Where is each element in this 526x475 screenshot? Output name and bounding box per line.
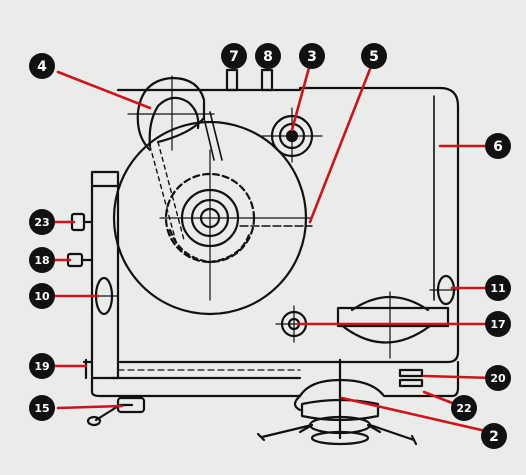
leader-3 bbox=[290, 62, 312, 132]
callout-3-label: 3 bbox=[307, 49, 317, 65]
leader-20 bbox=[422, 374, 496, 380]
leader-2 bbox=[340, 396, 492, 434]
callout-11: 11 bbox=[485, 275, 511, 301]
callout-18: 18 bbox=[29, 247, 55, 273]
callout-8-label: 8 bbox=[263, 49, 273, 65]
leader-4 bbox=[56, 70, 152, 110]
callout-2-label: 2 bbox=[489, 429, 499, 445]
base-leg-left bbox=[260, 423, 314, 439]
callout-6-label: 6 bbox=[493, 139, 503, 155]
callout-10: 10 bbox=[29, 283, 55, 309]
side-shelf bbox=[336, 306, 450, 328]
callout-17: 17 bbox=[485, 311, 511, 337]
callout-5-label: 5 bbox=[369, 49, 379, 65]
leader-lines bbox=[42, 62, 496, 434]
plate-upper bbox=[398, 368, 424, 378]
top-pin-right bbox=[260, 68, 274, 92]
callout-22: 22 bbox=[451, 395, 477, 421]
callout-20: 20 bbox=[485, 365, 511, 391]
callout-23-label: 23 bbox=[34, 216, 49, 229]
callout-5: 5 bbox=[361, 43, 387, 69]
top-pin-left bbox=[225, 68, 239, 92]
callout-18-label: 18 bbox=[34, 254, 49, 267]
callout-7: 7 bbox=[221, 43, 247, 69]
callout-15: 15 bbox=[29, 395, 55, 421]
callout-2: 2 bbox=[481, 423, 507, 449]
callout-8: 8 bbox=[255, 43, 281, 69]
callout-7-label: 7 bbox=[229, 49, 239, 65]
plate-lower bbox=[398, 378, 424, 388]
leader-5 bbox=[308, 62, 374, 224]
machine-drawing bbox=[66, 68, 460, 446]
callout-11-label: 11 bbox=[490, 282, 505, 295]
callout-17-label: 17 bbox=[490, 318, 505, 331]
callout-20-label: 20 bbox=[490, 372, 506, 385]
callout-4-label: 4 bbox=[37, 59, 47, 75]
callout-3: 3 bbox=[299, 43, 325, 69]
main-housing bbox=[116, 86, 460, 364]
callout-10-label: 10 bbox=[34, 290, 50, 303]
callout-15-label: 15 bbox=[34, 402, 49, 415]
base-leg-right bbox=[368, 423, 416, 442]
leader-15 bbox=[56, 404, 124, 410]
callout-6: 6 bbox=[485, 133, 511, 159]
callout-22-label: 22 bbox=[456, 402, 471, 415]
callout-19-label: 19 bbox=[34, 360, 49, 373]
callout-4: 4 bbox=[29, 53, 55, 79]
callout-19: 19 bbox=[29, 353, 55, 379]
callout-23: 23 bbox=[29, 209, 55, 235]
